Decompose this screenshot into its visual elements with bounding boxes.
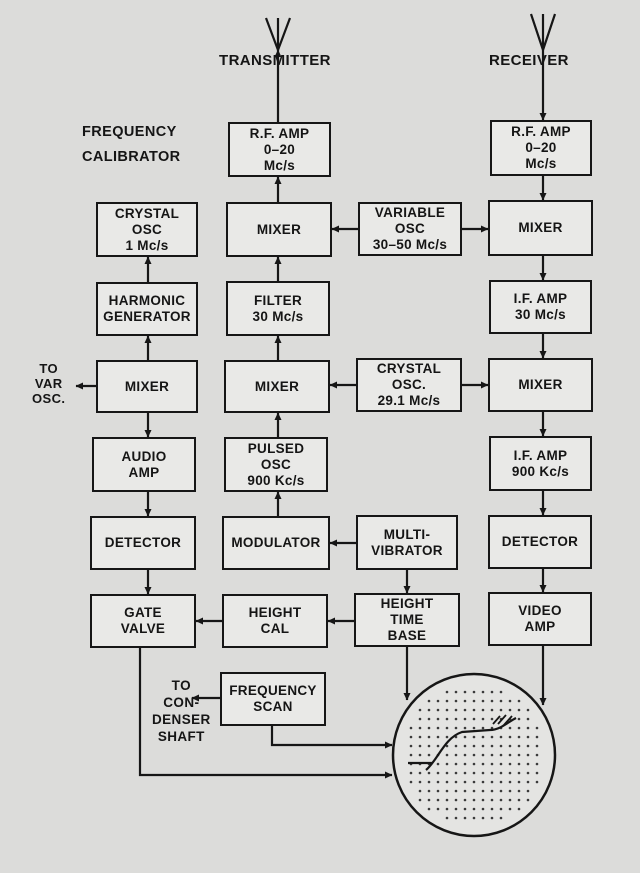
mid-mixer-block: MIXER: [224, 360, 330, 413]
calibrator-detector-block: DETECTOR: [90, 516, 196, 570]
receiver-label: RECEIVER: [489, 52, 569, 69]
calibrator-mixer-block: MIXER: [96, 360, 198, 413]
tx-mixer-block: MIXER: [226, 202, 332, 257]
crt-display-icon: [391, 672, 557, 838]
receiver-antenna-icon: [529, 13, 557, 51]
multivibrator-block: MULTI-VIBRATOR: [356, 515, 458, 570]
wire-freqscan-crt: [270, 726, 393, 749]
wire-gate-crt: [138, 648, 393, 779]
to-var-osc-label: TO VAR OSC.: [32, 361, 66, 406]
transmitter-antenna-icon: [264, 17, 292, 51]
transmitter-label: TRANSMITTER: [219, 52, 331, 69]
to-condenser-shaft-label: TO CON- DENSER SHAFT: [152, 678, 211, 744]
rx-mixer-2-block: MIXER: [488, 358, 593, 412]
frequency-calibrator-label: FREQUENCY CALIBRATOR: [82, 124, 181, 165]
modulator-block: MODULATOR: [222, 516, 330, 570]
rx-mixer-block: MIXER: [488, 200, 593, 256]
rx-detector-block: DETECTOR: [488, 515, 592, 569]
